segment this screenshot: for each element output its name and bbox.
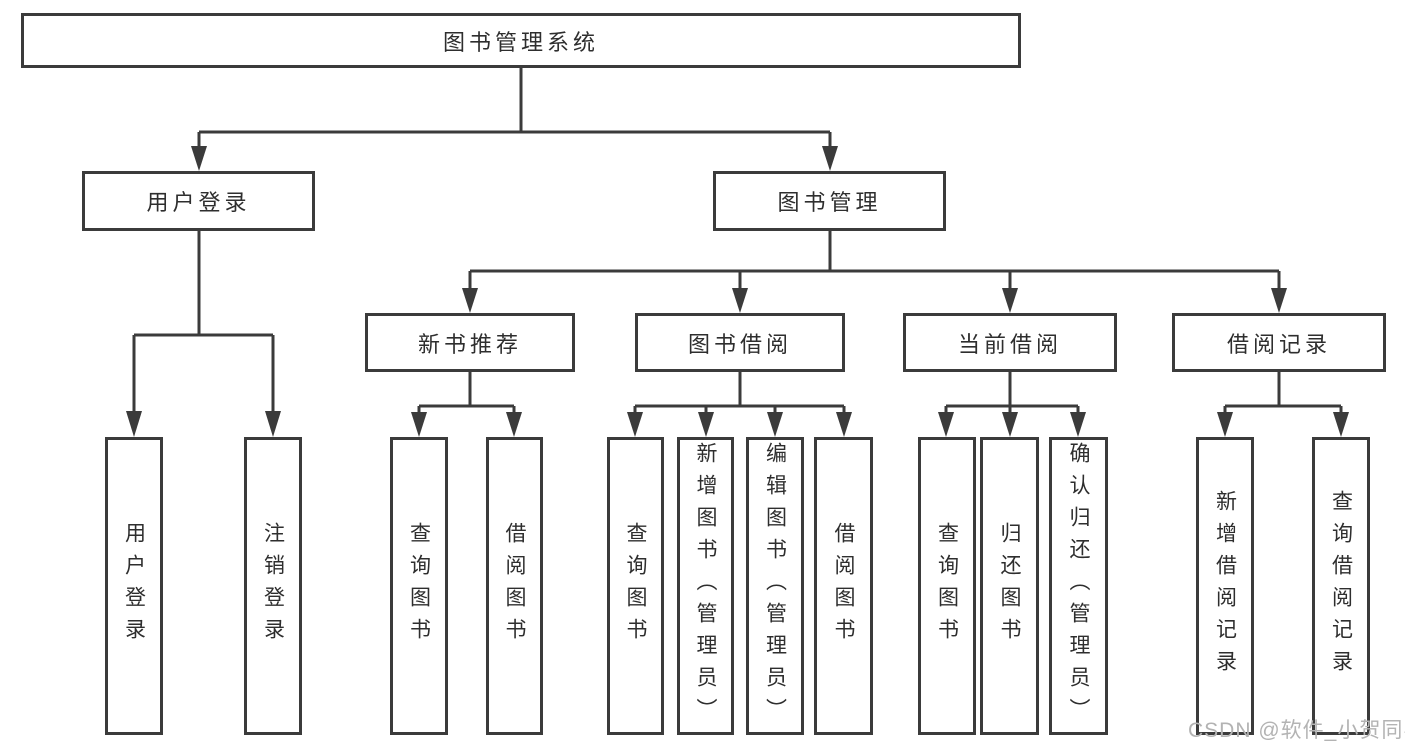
node-library-management-system: 图书管理系统 bbox=[21, 13, 1021, 68]
node-book-borrow: 图书借阅 bbox=[635, 313, 845, 372]
leaf-logout: 注销登录 bbox=[244, 437, 302, 735]
node-borrow-record: 借阅记录 bbox=[1172, 313, 1386, 372]
leaf-confirm-return-admin: 确认归还（管理员） bbox=[1049, 437, 1108, 735]
node-new-book-recommend: 新书推荐 bbox=[365, 313, 575, 372]
leaf-borrow-books-recommend: 借阅图书 bbox=[486, 437, 543, 735]
leaf-query-books-recommend: 查询图书 bbox=[390, 437, 448, 735]
leaf-add-borrow-record: 新增借阅记录 bbox=[1196, 437, 1254, 735]
leaf-borrow-books: 借阅图书 bbox=[814, 437, 873, 735]
node-book-management: 图书管理 bbox=[713, 171, 946, 231]
leaf-query-books-borrow: 查询图书 bbox=[607, 437, 664, 735]
leaf-user-login: 用户登录 bbox=[105, 437, 163, 735]
node-user-login: 用户登录 bbox=[82, 171, 315, 231]
csdn-watermark: CSDN @软件_小贺同学 bbox=[1188, 719, 1405, 742]
leaf-edit-books-admin: 编辑图书（管理员） bbox=[746, 437, 804, 735]
leaf-return-books: 归还图书 bbox=[980, 437, 1039, 735]
leaf-add-books-admin: 新增图书（管理员） bbox=[677, 437, 734, 735]
node-current-borrow: 当前借阅 bbox=[903, 313, 1117, 372]
leaf-query-books-current: 查询图书 bbox=[918, 437, 976, 735]
leaf-query-borrow-record: 查询借阅记录 bbox=[1312, 437, 1370, 735]
